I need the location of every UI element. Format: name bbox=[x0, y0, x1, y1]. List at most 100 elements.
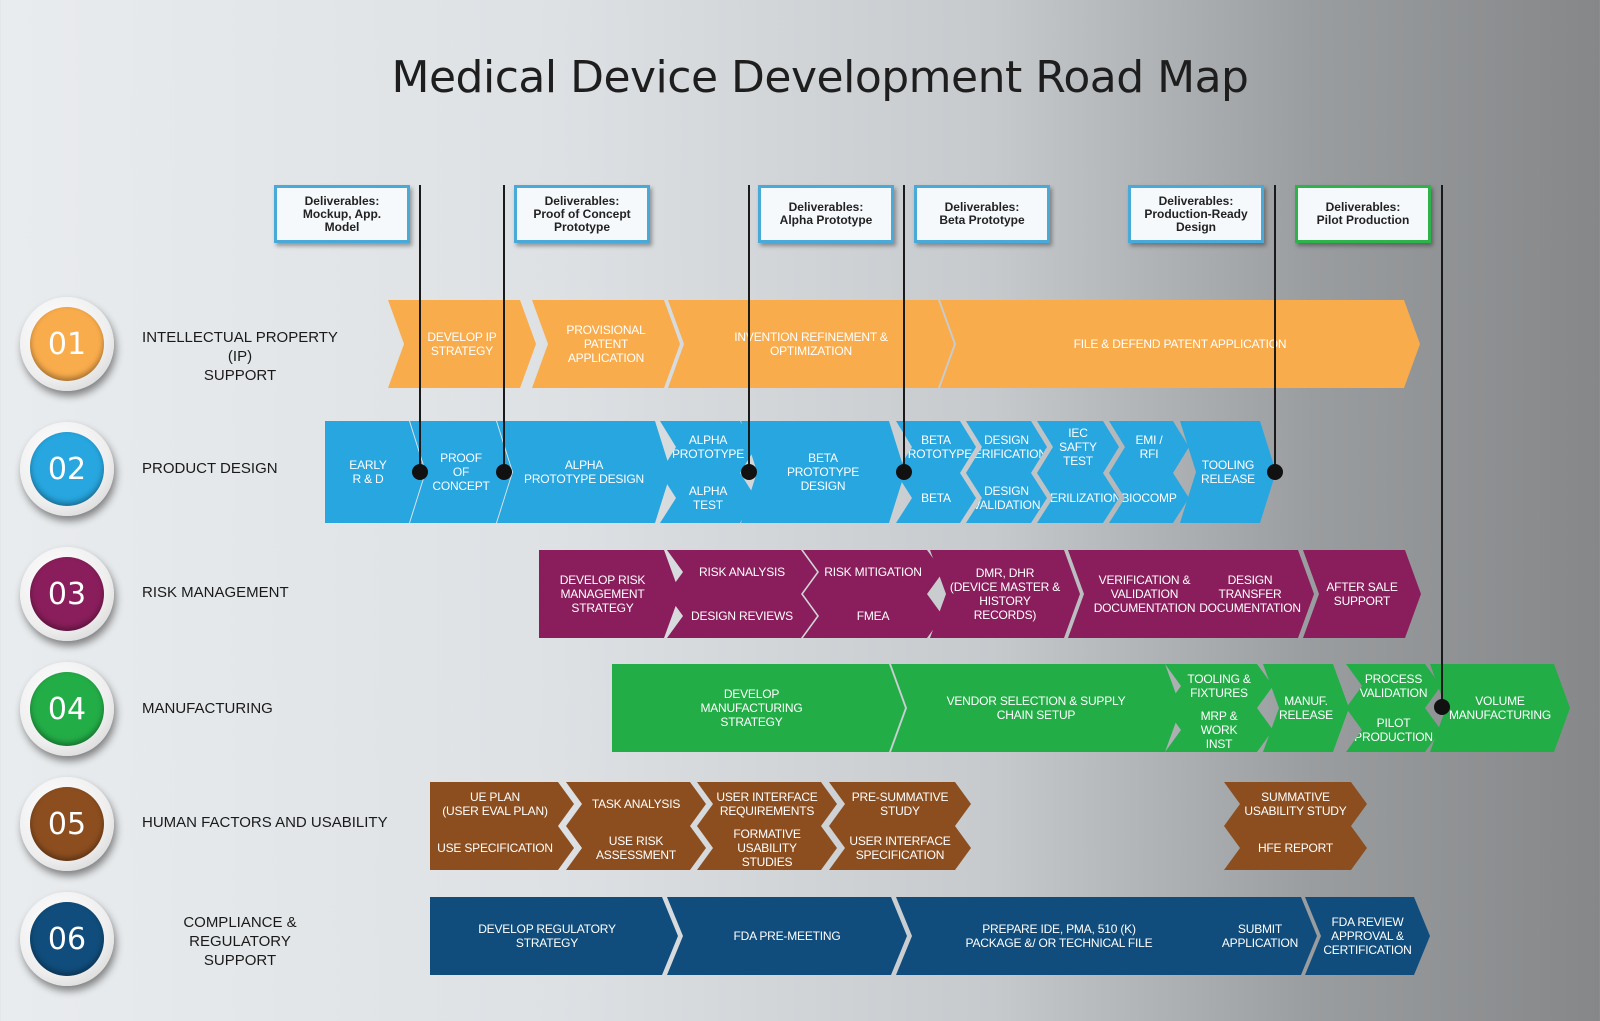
deliverable-mockup-text: Deliverables: Mockup, App. Model bbox=[302, 193, 382, 234]
roadmap-step: PRE-SUMMATIVE STUDY bbox=[829, 782, 971, 826]
roadmap-step: ALPHA PROTOTYPE bbox=[660, 421, 756, 473]
deliverable-beta-prototype: Deliverables: Beta Prototype bbox=[914, 185, 1050, 243]
roadmap-step: FILE & DEFEND PATENT APPLICATION bbox=[940, 300, 1420, 388]
roadmap-step-label: ALPHA TEST bbox=[688, 484, 728, 512]
roadmap-step-label: BETA PROTOTYPE DESIGN bbox=[787, 451, 859, 493]
milestone-dot bbox=[741, 464, 757, 480]
roadmap-step: USE RISK ASSESSMENT bbox=[566, 826, 706, 870]
roadmap-step: DMR, DHR (DEVICE MASTER & HISTORY RECORD… bbox=[930, 550, 1080, 638]
row-number-02: 02 bbox=[30, 432, 104, 506]
roadmap-step-label: VERIFICATION & VALIDATION DOCUMENTATION bbox=[1093, 573, 1196, 615]
row-number-badge: 04 bbox=[20, 662, 114, 756]
milestone-dot bbox=[496, 464, 512, 480]
row-number-01: 01 bbox=[30, 307, 104, 381]
roadmap-step: EARLY R & D bbox=[325, 421, 425, 523]
roadmap-step: ALPHA PROTOTYPE DESIGN bbox=[497, 421, 671, 523]
roadmap-step: PROVISIONAL PATENT APPLICATION bbox=[532, 300, 680, 388]
deliverable-proof-of-concept: Deliverables: Proof of Concept Prototype bbox=[514, 185, 650, 243]
roadmap-step-label: RISK ANALYSIS bbox=[699, 565, 785, 579]
roadmap-step: TOOLING RELEASE bbox=[1180, 421, 1276, 523]
roadmap-step: DESIGN REVIEWS bbox=[667, 594, 817, 638]
roadmap-step: BETA PROTOTYPE bbox=[896, 421, 976, 473]
roadmap-step-label: EMI / RFI bbox=[1135, 433, 1163, 461]
roadmap-step: MRP & WORK INST bbox=[1165, 708, 1273, 752]
roadmap-step: STERILIZATION bbox=[1037, 473, 1119, 523]
roadmap-step-label: DEVELOP RISK MANAGEMENT STRATEGY bbox=[559, 573, 646, 615]
roadmap-step: AFTER SALE SUPPORT bbox=[1303, 550, 1421, 638]
row-number-06: 06 bbox=[30, 902, 104, 976]
row-number-03: 03 bbox=[30, 557, 104, 631]
roadmap-step: ALPHA TEST bbox=[660, 473, 756, 523]
milestone-dot bbox=[896, 464, 912, 480]
roadmap-step-label: SUBMIT APPLICATION bbox=[1221, 922, 1299, 950]
roadmap-step-label: TASK ANALYSIS bbox=[591, 797, 681, 811]
roadmap-step: PREPARE IDE, PMA, 510 (K) PACKAGE &/ OR … bbox=[896, 897, 1222, 975]
roadmap-step: TOOLING & FIXTURES bbox=[1165, 664, 1273, 708]
row-label-risk-management: RISK MANAGEMENT bbox=[142, 584, 289, 601]
roadmap-step: MANUF. RELEASE bbox=[1263, 664, 1349, 752]
row-number-05: 05 bbox=[30, 787, 104, 861]
deliverable-beta-prototype-text: Deliverables: Beta Prototype bbox=[939, 200, 1025, 227]
roadmap-step: DEVELOP RISK MANAGEMENT STRATEGY bbox=[539, 550, 680, 638]
roadmap-step-label: DMR, DHR (DEVICE MASTER & HISTORY RECORD… bbox=[949, 566, 1061, 622]
roadmap-step-label: SUMMATIVE USABILITY STUDY bbox=[1244, 790, 1347, 818]
roadmap-step: FDA PRE-MEETING bbox=[667, 897, 907, 975]
roadmap-step: DEVELOP REGULATORY STRATEGY bbox=[430, 897, 678, 975]
milestone-line-beta bbox=[903, 185, 905, 472]
roadmap-step-label: PILOT PRODUCTION bbox=[1354, 716, 1433, 744]
roadmap-step-label: IEC SAFTY TEST bbox=[1059, 426, 1097, 468]
roadmap-step-label: INVENTION REFINEMENT & OPTIMIZATION bbox=[734, 330, 888, 358]
roadmap-step-label: PREPARE IDE, PMA, 510 (K) PACKAGE &/ OR … bbox=[965, 922, 1153, 950]
row-number-badge: 01 bbox=[20, 297, 114, 391]
roadmap-step: UE PLAN (USER EVAL PLAN) bbox=[430, 782, 574, 826]
milestone-line-alpha bbox=[748, 185, 750, 472]
roadmap-step-label: BIOCOMP bbox=[1121, 491, 1177, 505]
roadmap-step-label: TOOLING RELEASE bbox=[1201, 458, 1255, 486]
row-number-badge: 02 bbox=[20, 422, 114, 516]
roadmap-step: IEC SAFTY TEST bbox=[1037, 421, 1119, 473]
roadmap-step: DESIGN VERIFICATION bbox=[966, 421, 1047, 473]
roadmap-step-label: DESIGN REVIEWS bbox=[691, 609, 793, 623]
deliverable-alpha-prototype-text: Deliverables: Alpha Prototype bbox=[779, 200, 873, 227]
roadmap-step: VENDOR SELECTION & SUPPLY CHAIN SETUP bbox=[891, 664, 1181, 752]
roadmap-step: TASK ANALYSIS bbox=[566, 782, 706, 826]
row-number-badge: 03 bbox=[20, 547, 114, 641]
roadmap-step-label: PRE-SUMMATIVE STUDY bbox=[851, 790, 949, 818]
roadmap-step: SUMMATIVE USABILITY STUDY bbox=[1224, 782, 1367, 826]
roadmap-step-label: HFE REPORT bbox=[1257, 841, 1334, 855]
roadmap-step-label: FILE & DEFEND PATENT APPLICATION bbox=[1073, 337, 1287, 351]
deliverable-pilot-production-text: Deliverables: Pilot Production bbox=[1316, 200, 1410, 227]
roadmap-step-label: UE PLAN (USER EVAL PLAN) bbox=[442, 790, 548, 818]
roadmap-step-label: VOLUME MANUFACTURING bbox=[1448, 694, 1552, 722]
row-label-ip-support: INTELLECTUAL PROPERTY (IP) SUPPORT bbox=[142, 329, 338, 384]
roadmap-step-label: FORMATIVE USABILITY STUDIES bbox=[733, 827, 801, 869]
milestone-line-pilot-production bbox=[1441, 185, 1443, 707]
roadmap-step-label: DEVELOP IP STRATEGY bbox=[427, 330, 497, 358]
roadmap-step: RISK MITIGATION bbox=[803, 550, 943, 594]
milestone-dot bbox=[412, 464, 428, 480]
roadmap-step-label: VENDOR SELECTION & SUPPLY CHAIN SETUP bbox=[946, 694, 1126, 722]
deliverable-alpha-prototype: Deliverables: Alpha Prototype bbox=[758, 185, 894, 243]
roadmap-step: DESIGN VALIDATION bbox=[966, 473, 1047, 523]
roadmap-step: INVENTION REFINEMENT & OPTIMIZATION bbox=[668, 300, 954, 388]
row-number-badge: 05 bbox=[20, 777, 114, 871]
roadmap-step: RISK ANALYSIS bbox=[667, 550, 817, 594]
roadmap-step: USE SPECIFICATION bbox=[430, 826, 574, 870]
roadmap-step: BETA PROTOTYPE DESIGN bbox=[741, 421, 905, 523]
deliverable-proof-of-concept-text: Deliverables: Proof of Concept Prototype bbox=[533, 193, 631, 234]
row-label-product-design: PRODUCT DESIGN bbox=[142, 460, 278, 477]
roadmap-step: DEVELOP MANUFACTURING STRATEGY bbox=[612, 664, 905, 752]
deliverable-pilot-production: Deliverables: Pilot Production bbox=[1295, 185, 1431, 243]
row-label-human-factors: HUMAN FACTORS AND USABILITY bbox=[142, 814, 388, 831]
deliverable-production-ready: Deliverables: Production-Ready Design bbox=[1128, 185, 1264, 243]
deliverable-mockup: Deliverables: Mockup, App. Model bbox=[274, 185, 410, 243]
roadmap-step: FDA REVIEW APPROVAL & CERTIFICATION bbox=[1305, 897, 1430, 975]
roadmap-step-label: BETA bbox=[921, 491, 951, 505]
roadmap-step: PROCESS VALIDATION bbox=[1346, 664, 1441, 708]
roadmap-step: FORMATIVE USABILITY STUDIES bbox=[697, 826, 837, 870]
roadmap-step-label: PROOF OF CONCEPT bbox=[432, 451, 490, 493]
roadmap-step: DESIGN TRANSFER DOCUMENTATION bbox=[1186, 550, 1314, 638]
roadmap-step-label: DESIGN TRANSFER DOCUMENTATION bbox=[1199, 573, 1301, 615]
roadmap-step: BIOCOMP bbox=[1109, 473, 1189, 523]
roadmap-step: FMEA bbox=[803, 594, 943, 638]
